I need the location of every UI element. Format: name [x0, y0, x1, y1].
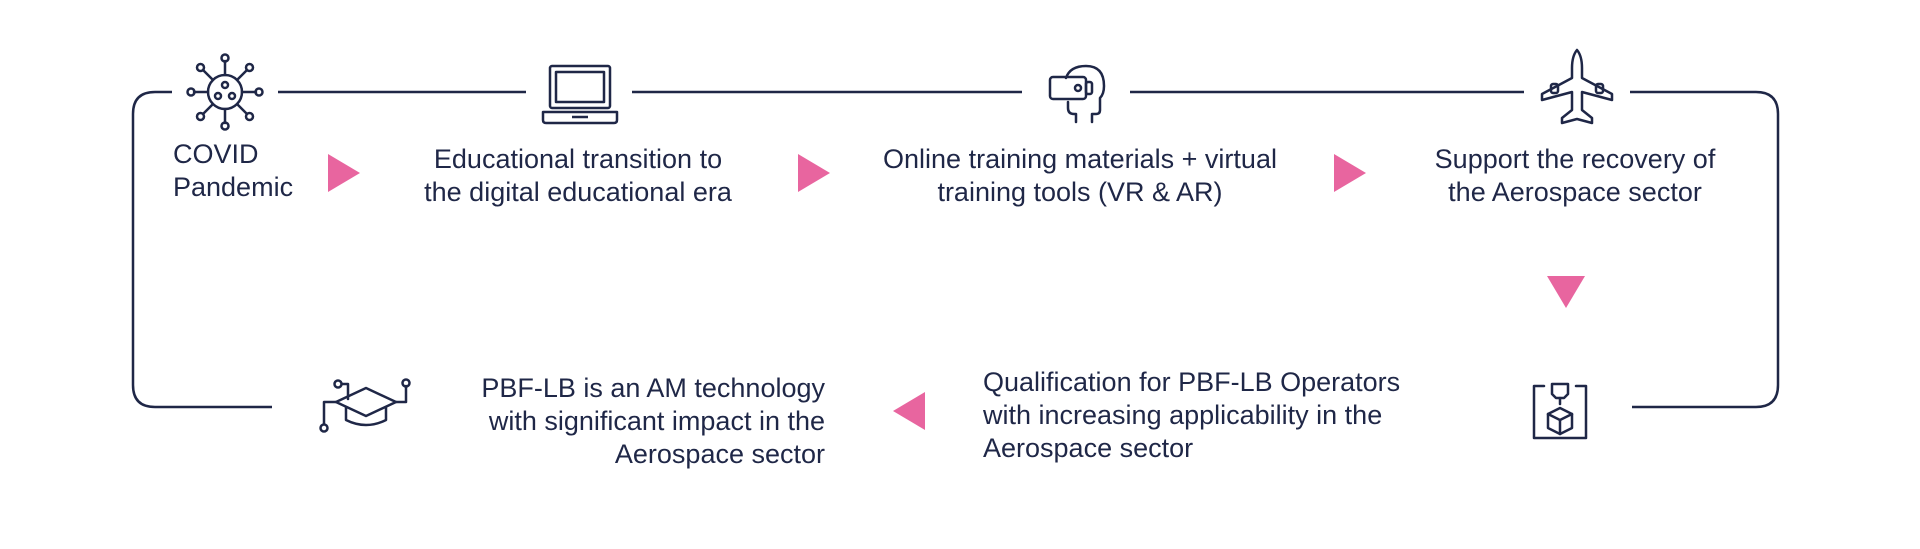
step-label-qualification: Qualification for PBF-LB Operators with … [983, 367, 1401, 463]
left-loop-line [131, 90, 272, 409]
graduation-cap-icon [319, 378, 411, 433]
step-label-online-training: Online training materials + virtual trai… [883, 144, 1277, 207]
step-label-pbf-lb-technology: PBF-LB is an AM technology with signific… [481, 373, 825, 469]
arrow-down [1547, 276, 1585, 308]
step-label-educational-transition: Educational transition to the digital ed… [424, 144, 732, 207]
virus-icon [186, 53, 264, 131]
arrow-right-1 [328, 154, 360, 192]
3d-printer-icon [1532, 382, 1588, 440]
step-label-aerospace-recovery: Support the recovery of the Aerospace se… [1434, 144, 1716, 207]
arrow-right-3 [1334, 154, 1366, 192]
laptop-icon [541, 64, 619, 125]
arrow-left [893, 392, 925, 430]
step-label-covid: COVID Pandemic [173, 139, 294, 202]
airplane-icon [1540, 48, 1614, 125]
right-loop-line [1630, 90, 1780, 409]
arrow-right-2 [798, 154, 830, 192]
vr-headset-icon [1048, 64, 1106, 124]
